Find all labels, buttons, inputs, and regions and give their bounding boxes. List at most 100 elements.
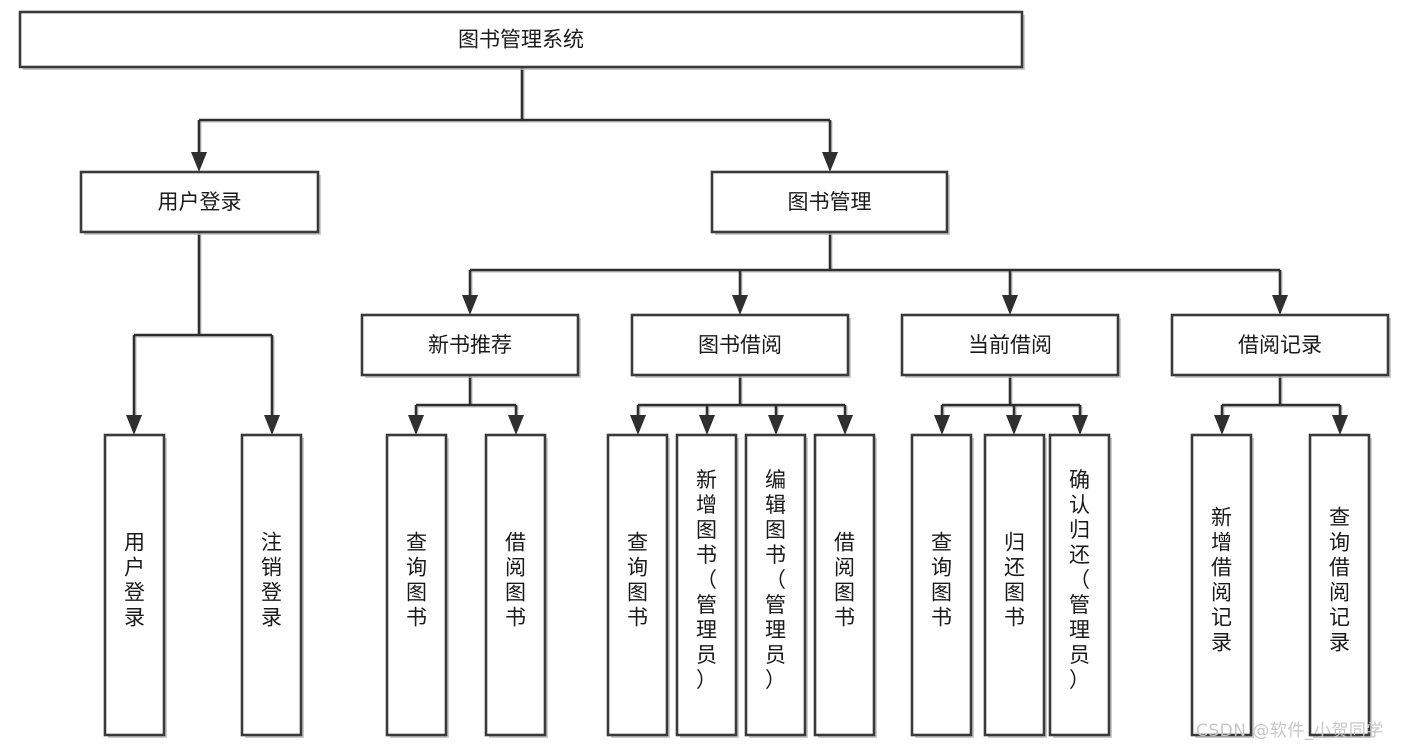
leaf-node-leaf-current-return-book[interactable]: 归还图书: [983, 433, 1047, 738]
node-label: 图书管理: [788, 190, 872, 214]
node-label: 借阅图书: [834, 531, 855, 630]
connector-line: [126, 335, 142, 435]
node-label: 当前借阅: [968, 333, 1052, 357]
leaf-node-leaf-user-login[interactable]: 用户登录: [103, 433, 167, 738]
node-rect[interactable]: [744, 433, 807, 737]
node-rect[interactable]: [606, 433, 669, 737]
leaf-node-leaf-record-add[interactable]: 新增借阅记录: [1190, 433, 1254, 738]
node-rect[interactable]: [1308, 433, 1371, 737]
root-node-root[interactable]: 图书管理系统: [18, 10, 1025, 70]
node-rect[interactable]: [910, 433, 973, 737]
connector-line: [520, 67, 525, 122]
arrow-head-icon: [732, 295, 748, 315]
node-label: 借阅记录: [1238, 333, 1322, 357]
leaf-node-leaf-user-logout[interactable]: 注销登录: [240, 433, 304, 738]
arrow-head-icon: [1006, 415, 1022, 435]
connector-line: [508, 405, 524, 435]
level2-node-book-manage[interactable]: 图书管理: [710, 170, 950, 235]
connector-line: [732, 270, 748, 315]
node-label: 新增借阅记录: [1211, 506, 1232, 655]
node-rect[interactable]: [79, 170, 320, 234]
connector-line: [630, 405, 646, 435]
node-rect[interactable]: [360, 313, 580, 377]
node-label: 确认归还（管理员）: [1069, 468, 1090, 692]
node-rect[interactable]: [675, 433, 738, 737]
node-layer: 图书管理系统用户登录图书管理新书推荐图书借阅当前借阅借阅记录用户登录注销登录查询…: [18, 10, 1391, 738]
level3-node-new-book-recommend[interactable]: 新书推荐: [360, 313, 581, 378]
node-label: 查询图书: [627, 531, 648, 630]
node-label: 查询借阅记录: [1329, 506, 1350, 655]
node-rect[interactable]: [900, 313, 1120, 377]
arrow-head-icon: [462, 295, 478, 315]
node-label: 查询图书: [931, 531, 952, 630]
arrow-head-icon: [508, 415, 524, 435]
arrow-head-icon: [408, 415, 424, 435]
connector-line: [1222, 403, 1342, 408]
leaf-node-leaf-recommend-borrow-book[interactable]: 借阅图书: [484, 433, 548, 738]
connector-line: [470, 268, 1282, 273]
connector-line: [462, 270, 478, 315]
arrow-head-icon: [630, 415, 646, 435]
node-rect[interactable]: [813, 433, 876, 737]
connector-line: [934, 405, 950, 435]
level3-node-current-borrow[interactable]: 当前借阅: [900, 313, 1121, 378]
node-rect[interactable]: [484, 433, 547, 737]
connector-line: [822, 120, 838, 172]
connector-line: [191, 120, 207, 172]
node-label: 用户登录: [158, 190, 242, 214]
connector-line: [1072, 405, 1088, 435]
leaf-node-leaf-current-confirm-return[interactable]: 确认归还（管理员）: [1048, 433, 1112, 738]
node-rect[interactable]: [385, 433, 448, 737]
arrow-head-icon: [1214, 415, 1230, 435]
node-rect[interactable]: [103, 433, 166, 737]
node-rect[interactable]: [1190, 433, 1253, 737]
node-rect[interactable]: [1170, 313, 1390, 377]
node-rect[interactable]: [983, 433, 1046, 737]
node-label: 图书管理系统: [458, 28, 584, 52]
connector-line: [942, 403, 1082, 408]
leaf-node-leaf-current-query-book[interactable]: 查询图书: [910, 433, 974, 738]
leaf-node-leaf-record-query[interactable]: 查询借阅记录: [1308, 433, 1372, 738]
level2-node-user-login[interactable]: 用户登录: [79, 170, 321, 235]
leaf-node-leaf-borrow-borrow-book[interactable]: 借阅图书: [813, 433, 877, 738]
connector-line: [1272, 270, 1288, 315]
node-rect[interactable]: [710, 170, 949, 234]
leaf-node-leaf-borrow-add-book[interactable]: 新增图书（管理员）: [675, 433, 739, 738]
node-label: 新增图书（管理员）: [696, 468, 717, 692]
connector-line: [416, 403, 518, 408]
arrow-head-icon: [1272, 295, 1288, 315]
level3-node-borrow-records[interactable]: 借阅记录: [1170, 313, 1391, 378]
node-rect[interactable]: [1048, 433, 1111, 737]
leaf-node-leaf-recommend-query-book[interactable]: 查询图书: [385, 433, 449, 738]
arrow-head-icon: [191, 152, 207, 172]
node-label: 借阅图书: [505, 531, 526, 630]
connector-line: [408, 405, 424, 435]
node-rect[interactable]: [240, 433, 303, 737]
connector-line: [264, 335, 280, 435]
level3-node-book-borrow[interactable]: 图书借阅: [630, 313, 851, 378]
arrow-head-icon: [934, 415, 950, 435]
leaf-node-leaf-borrow-edit-book[interactable]: 编辑图书（管理员）: [744, 433, 808, 738]
node-label: 图书借阅: [698, 333, 782, 357]
connector-line: [1008, 375, 1013, 407]
node-rect[interactable]: [18, 10, 1024, 69]
connector-line: [828, 232, 833, 272]
connector-line: [1006, 405, 1022, 435]
connector-line: [738, 375, 743, 407]
arrow-head-icon: [126, 415, 142, 435]
arrow-head-icon: [264, 415, 280, 435]
connector-line: [638, 403, 847, 408]
leaf-node-leaf-borrow-query-book[interactable]: 查询图书: [606, 433, 670, 738]
node-label: 查询图书: [406, 531, 427, 630]
node-label: 编辑图书（管理员）: [765, 468, 786, 692]
node-rect[interactable]: [630, 313, 850, 377]
connector-line: [699, 405, 715, 435]
node-label: 用户登录: [124, 531, 145, 630]
arrow-head-icon: [822, 152, 838, 172]
arrow-head-icon: [1072, 415, 1088, 435]
connector-line: [197, 232, 202, 337]
node-label: 归还图书: [1004, 531, 1025, 630]
arrow-head-icon: [1332, 415, 1348, 435]
